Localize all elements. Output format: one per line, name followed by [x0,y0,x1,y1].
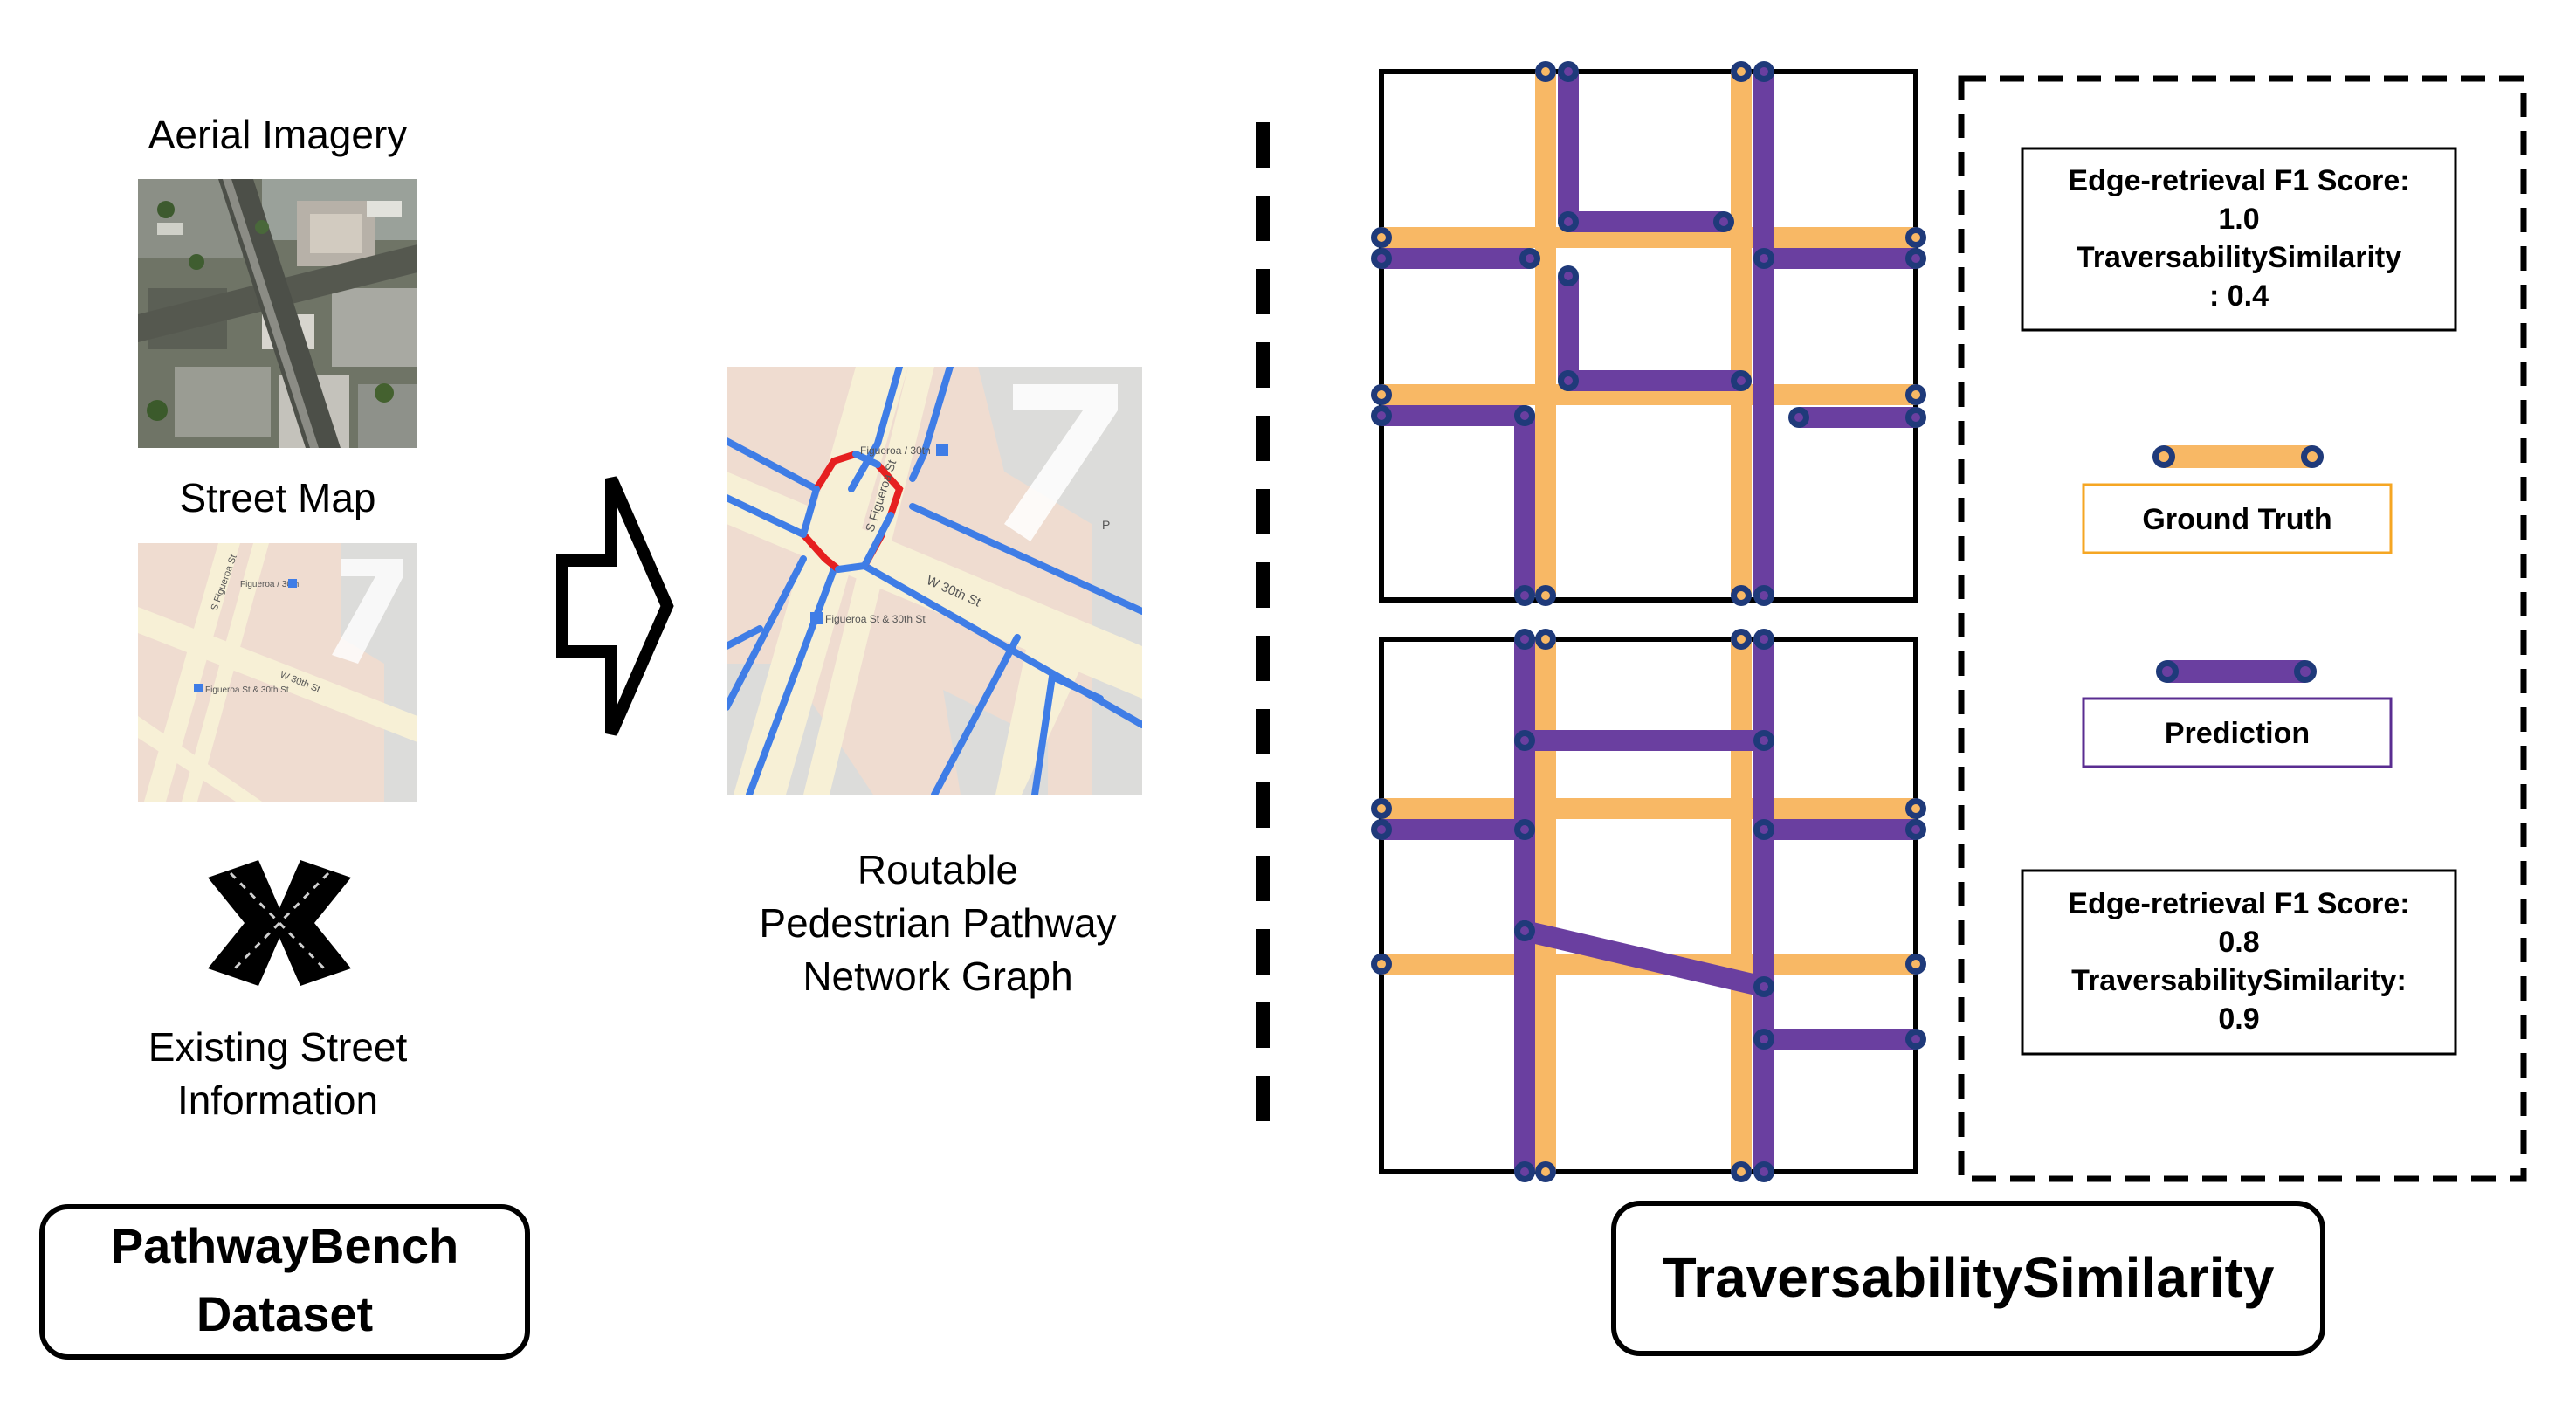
graph-node-center [1520,926,1529,935]
graph-node-center [1760,736,1768,745]
graph-node-center [1541,635,1550,644]
graph-node-center [1526,254,1534,263]
graph-node-center [1911,804,1920,813]
graph-node-center [1719,217,1728,226]
graph-node-center [1760,635,1768,644]
graph-node-center [1520,1167,1529,1176]
graph-node-center [1911,233,1920,242]
metric-title: TraversabilitySimilarity [1663,1246,2275,1309]
metric-bottom-line1: Edge-retrieval F1 Score: [2068,887,2409,920]
graph-node-center [1541,591,1550,600]
graph-node-center [1760,1035,1768,1043]
graph-node-center [1541,67,1550,76]
ground-truth-legend-sample [2152,445,2324,468]
graph-node-center [1760,982,1768,991]
legend-panel [1958,75,2527,1182]
bus-stop-icon [194,684,203,692]
graph-node-center [1911,1035,1920,1043]
graph-node-center [1377,960,1386,968]
graph-node-center [1760,254,1768,263]
graph-node-center [1911,254,1920,263]
metric-title-box [1611,1201,2325,1356]
pathway-graph-map: S Figueroa St Figueroa / 30th W 30th St … [727,367,1142,795]
graph-label-line1: Routable [858,847,1018,892]
graph-node-center [1377,804,1386,813]
aerial-imagery-image [138,179,417,448]
metric-top-line3: TraversabilitySimilarity [2077,241,2401,274]
graph-node-center [1520,736,1529,745]
street-map-image: S Figueroa St Figueroa / 30th W 30th St … [138,543,417,802]
metric-box-top [2021,147,2457,332]
intersection-icon [208,860,351,986]
graph-node-center [1737,67,1746,76]
ground-truth-legend-label: Ground Truth [2142,503,2331,536]
graph-node-center [1377,254,1386,263]
graph-node-center [1760,1167,1768,1176]
graph-node-center [1760,825,1768,834]
graph-node-center [1760,67,1768,76]
ground-truth-legend-box [2082,483,2393,554]
street-map-label: Street Map [180,475,376,520]
graph-map-label-stop-b: Figueroa St & 30th St [825,613,926,625]
graph-node-center [1911,825,1920,834]
dataset-box-title-line1: PathwayBench [111,1218,458,1273]
graph-node-center [1911,390,1920,399]
graph-node-center [1377,390,1386,399]
existing-street-label-line2: Information [177,1078,378,1123]
street-map-label-stop-b: Figueroa St & 30th St [205,685,289,695]
graph-label-line2: Pedestrian Pathway [759,900,1116,946]
graph-node-center [1737,591,1746,600]
traversability-example-networks [1371,61,1926,1182]
graph-node-center [1520,411,1529,420]
graph-node-center [1377,825,1386,834]
street-map-label-stop-a: Figueroa / 30th [240,580,299,589]
existing-street-label-line1: Existing Street [148,1024,408,1070]
bus-stop-icon [810,612,823,624]
aerial-imagery-label: Aerial Imagery [148,112,408,157]
graph-node-center [1760,591,1768,600]
graph-node-center [1520,635,1529,644]
metric-top-line2: 1.0 [2218,203,2259,236]
parking-icon: P [1102,518,1110,532]
grid-frame-bottom [1379,637,1918,1174]
graph-node-center [1737,635,1746,644]
dataset-box [39,1204,530,1360]
graph-node-center [1911,960,1920,968]
dataset-box-title-line2: Dataset [196,1286,373,1341]
graph-map-label-stop-a: Figueroa / 30th [860,444,931,457]
prediction-legend-box [2082,697,2393,768]
right-arrow-icon [556,476,674,736]
metric-top-line4: : 0.4 [2209,279,2269,313]
graph-node-center [1737,1167,1746,1176]
metric-bottom-line3: TraversabilitySimilarity: [2071,964,2407,997]
graph-node-center [1911,413,1920,422]
graph-node-center [1564,376,1573,385]
graph-node-center [1520,591,1529,600]
bus-stop-icon [936,444,948,456]
prediction-legend-sample [2156,660,2317,683]
graph-node-center [1520,825,1529,834]
grid-frame-top [1379,69,1918,603]
graph-node-center [1564,217,1573,226]
graph-node-center [1541,1167,1550,1176]
bus-stop-icon [288,579,297,588]
metric-bottom-line2: 0.8 [2218,926,2259,959]
metric-bottom-line4: 0.9 [2218,1002,2259,1036]
metric-top-line1: Edge-retrieval F1 Score: [2068,164,2409,197]
graph-node-center [1737,376,1746,385]
graph-node-center [1564,272,1573,280]
graph-node-center [1564,67,1573,76]
graph-node-center [1377,411,1386,420]
graph-node-center [1794,413,1803,422]
metric-box-bottom [2021,869,2457,1056]
graph-label-line3: Network Graph [802,954,1072,999]
prediction-legend-label: Prediction [2165,717,2310,750]
prediction-edge [1522,920,1767,997]
graph-node-center [1377,233,1386,242]
